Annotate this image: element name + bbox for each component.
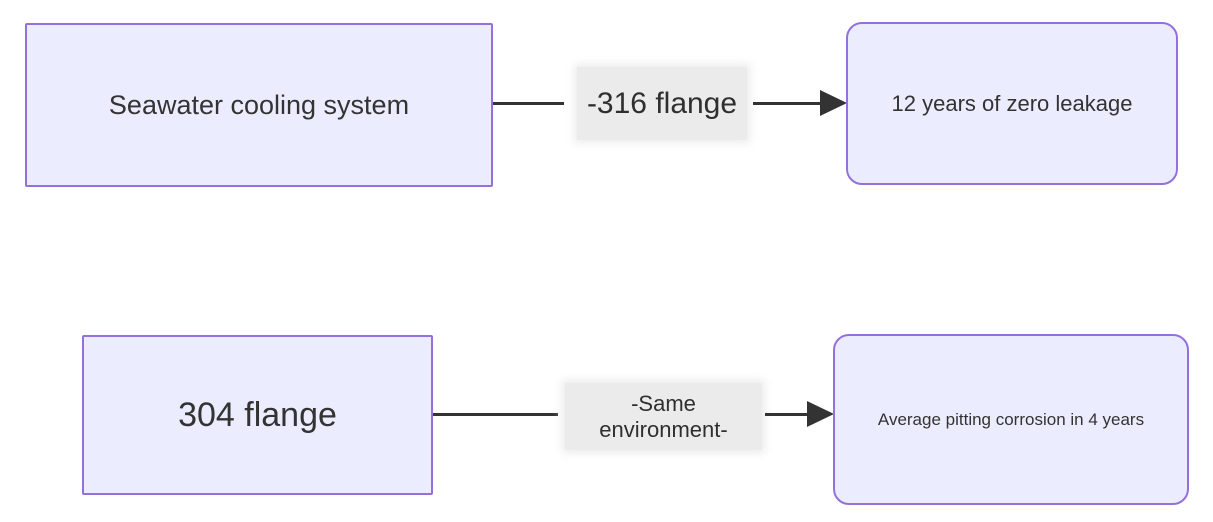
node-label: 304 flange [178, 395, 337, 434]
edge-line [765, 413, 807, 416]
node-12-years-zero-leakage: 12 years of zero leakage [846, 22, 1178, 185]
edge-label-same-environment: -Same environment- [565, 383, 762, 450]
node-label: 12 years of zero leakage [891, 90, 1133, 116]
node-304-flange: 304 flange [82, 335, 433, 495]
edge-line [493, 102, 564, 105]
node-average-pitting-corrosion: Average pitting corrosion in 4 years [833, 334, 1189, 505]
arrowhead-icon [807, 401, 834, 427]
node-seawater-cooling-system: Seawater cooling system [25, 23, 493, 187]
edge-label-316-flange: -316 flange [577, 67, 747, 140]
arrowhead-icon [820, 90, 847, 116]
node-label: Seawater cooling system [108, 89, 410, 120]
edge-line [433, 413, 558, 416]
node-label: Average pitting corrosion in 4 years [877, 409, 1145, 429]
edge-label-text: -Same environment- [599, 390, 728, 442]
edge-label-text: -316 flange [586, 86, 738, 120]
edge-line [753, 102, 820, 105]
